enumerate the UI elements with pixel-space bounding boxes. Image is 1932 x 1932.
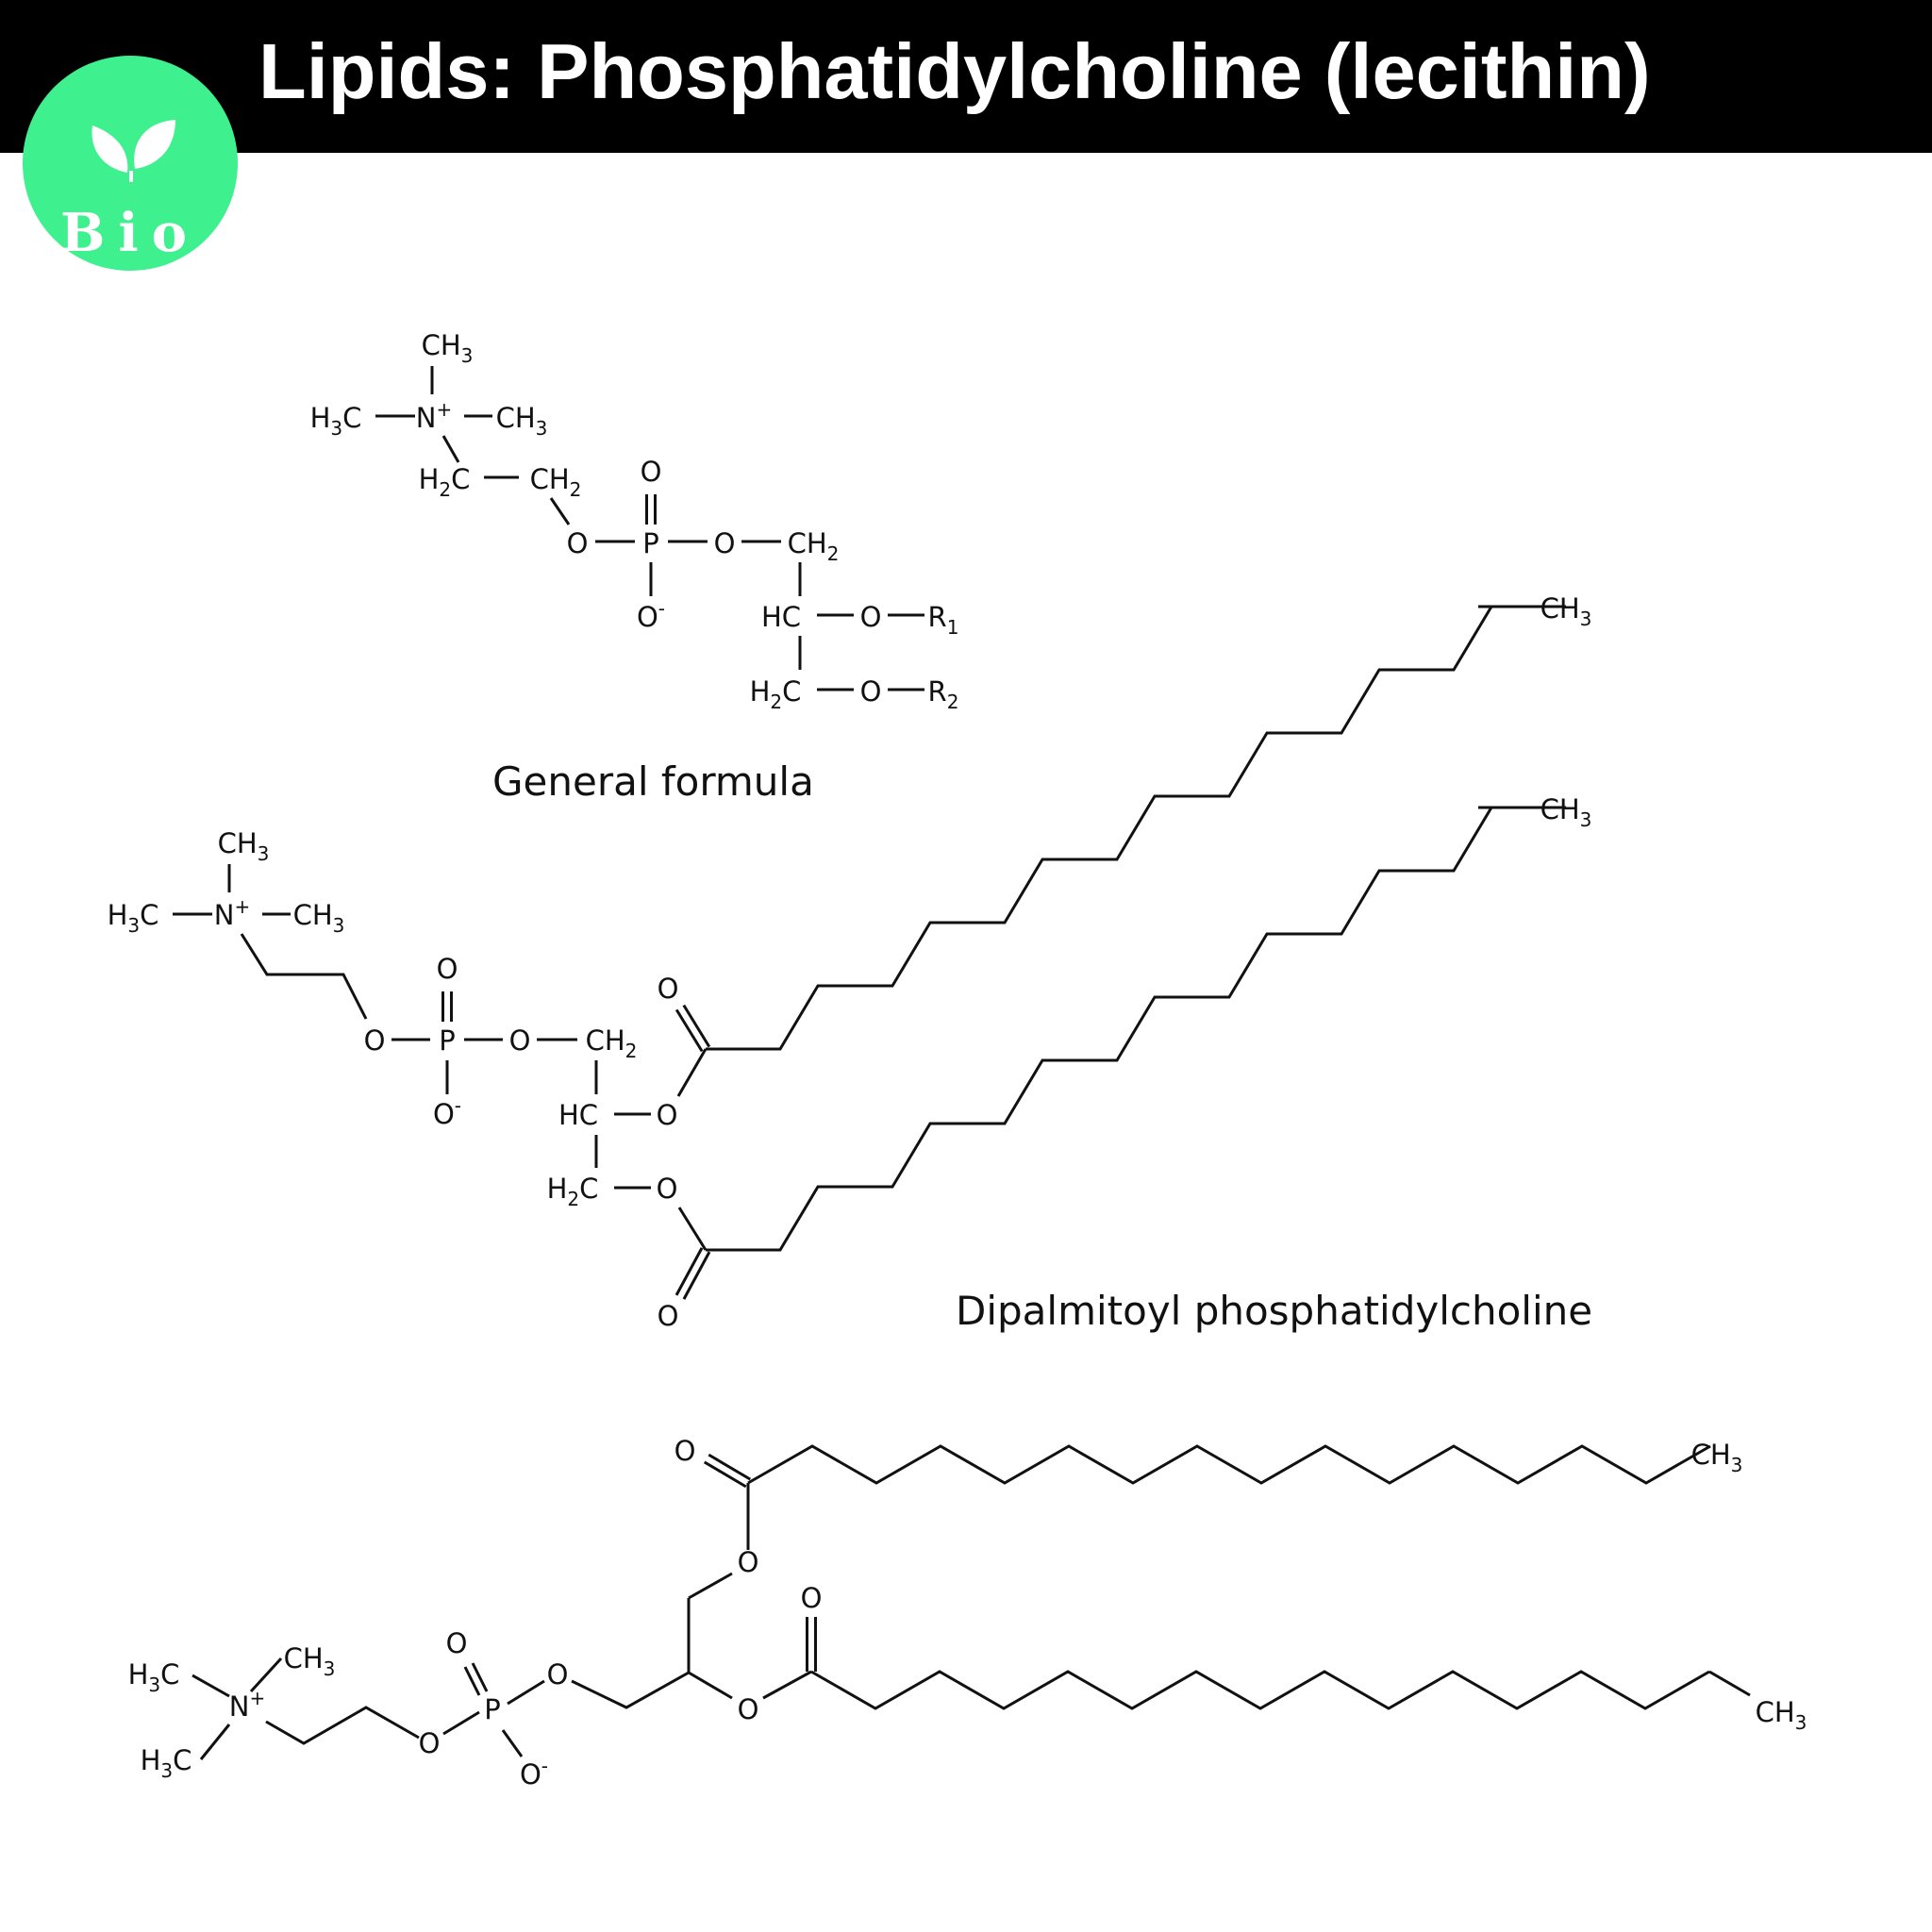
ch3-upper-label-3: CH3 (284, 1642, 336, 1680)
bond-n-ch2 (441, 435, 460, 463)
n-plus-label-3: N+ (229, 1687, 265, 1723)
bond-o-carbonyl-1 (676, 1048, 708, 1097)
bond-o-carbonyl-2 (677, 1207, 708, 1251)
palmitoyl-chain-upper-3 (747, 1444, 1711, 1485)
p-label-2: P (439, 1024, 456, 1057)
o-r2-label: O (860, 675, 882, 708)
ch3-end-2-label: CH3 (1541, 793, 1592, 831)
bond-ch2-o-3 (688, 1572, 733, 1600)
h3c-lower-label-3: H3C (141, 1744, 192, 1782)
header-bar: Lipids: Phosphatidylcholine (lecithin) (0, 0, 1932, 153)
o-carbonyl-1-label: O (658, 973, 679, 1005)
bond-glycerol-o-3 (688, 1671, 733, 1700)
o-ester-label-2: O (364, 1024, 386, 1057)
o-link-label-2: O (509, 1024, 531, 1057)
logo-text: Bio (60, 202, 200, 264)
o-minus-label-2: O- (433, 1094, 461, 1130)
bond-chain-lower-end-3 (1708, 1670, 1751, 1697)
o-acyl-upper-label-3: O (738, 1546, 759, 1578)
bond-o-p-3 (442, 1710, 480, 1736)
o-minus-label-3: O- (520, 1755, 548, 1790)
o-ester-label-3: O (419, 1727, 441, 1759)
o-carbonyl-upper-label-3: O (675, 1435, 696, 1467)
bond-carbonyl-2 (682, 1251, 711, 1300)
o-acyl1-label-2: O (657, 1099, 678, 1131)
bond-carbonyl-upper-3 (708, 1453, 752, 1481)
ch3-end-1-label: CH3 (1541, 592, 1592, 630)
r1-label: R1 (928, 601, 959, 639)
h3c-upper-label-3: H3C (128, 1658, 180, 1696)
ch3-end-upper-label-3: CH3 (1691, 1439, 1743, 1476)
o-double-label-3: O (446, 1627, 468, 1659)
palmitoyl-chain-1 (706, 605, 1566, 1051)
bond-ch2-o (549, 497, 571, 525)
bond-p-o-double-3 (463, 1666, 481, 1696)
ch3-right-label: CH3 (496, 402, 548, 440)
h3c-left-label: H3C (310, 402, 362, 440)
ch3-top-label-2: CH3 (218, 827, 270, 865)
bond-h3c-n-lower-3 (199, 1724, 231, 1760)
bond-carbonyl-2 (675, 1247, 704, 1296)
o-double-label: O (641, 456, 662, 488)
bond-p-o-minus-3 (501, 1729, 524, 1757)
header-background (0, 0, 1932, 153)
p-label: P (642, 527, 659, 559)
leaf-icon (92, 120, 175, 182)
palmitoyl-chain-lower-3 (810, 1670, 1710, 1710)
bond-carbonyl-1 (675, 1008, 704, 1053)
palmitoyl-chain-2 (706, 806, 1566, 1252)
o-link-label: O (714, 527, 736, 559)
h2c-bottom-label-2: H2C (547, 1173, 599, 1210)
bond-layer (173, 366, 1751, 1760)
o-minus-label: O- (637, 597, 665, 633)
n-plus-label: N+ (416, 398, 452, 434)
choline-chain-2 (240, 933, 368, 1020)
caption-dipalmitoyl: Dipalmitoyl phosphatidylcholine (956, 1288, 1592, 1334)
bond-carbonyl-1 (682, 1004, 711, 1048)
o-r1-label: O (860, 601, 882, 633)
bond-h3c-n-upper-3 (192, 1674, 230, 1698)
bio-logo: Bio (23, 56, 238, 271)
ch3-top-label: CH3 (422, 329, 474, 367)
ch2-label: CH2 (530, 463, 582, 501)
ch3-end-lower-label-3: CH3 (1756, 1696, 1807, 1734)
ch2-glycerol-label-2: CH2 (586, 1024, 638, 1062)
bond-carbonyl-upper-3 (703, 1460, 747, 1489)
glycerol-backbone-3 (571, 1671, 690, 1709)
o-carbonyl-2-label: O (658, 1300, 679, 1332)
o-ester-label: O (567, 527, 589, 559)
p-label-3: P (484, 1693, 501, 1725)
o-carbonyl-lower-label-3: O (801, 1582, 823, 1614)
o-double-label-2: O (437, 953, 458, 985)
o-acyl-lower-label-3: O (738, 1693, 759, 1725)
hc-label-2: HC (558, 1099, 598, 1131)
hc-label: HC (761, 601, 801, 633)
ch2-glycerol-label: CH2 (788, 527, 840, 565)
bond-p-o-3 (507, 1679, 545, 1706)
h3c-left-label-2: H3C (108, 899, 159, 937)
o-acyl2-label-2: O (657, 1173, 678, 1205)
h2c-label: H2C (419, 463, 471, 501)
caption-general-formula: General formula (492, 758, 814, 805)
r2-label: R2 (928, 675, 959, 713)
bond-p-o-double-3 (471, 1662, 489, 1692)
page-title: Lipids: Phosphatidylcholine (lecithin) (258, 27, 1651, 115)
choline-chain-3 (265, 1706, 420, 1745)
logo-circle (23, 56, 238, 271)
bond-o-carbonyl-lower-3 (762, 1670, 812, 1700)
n-plus-label-2: N+ (214, 895, 250, 931)
ch3-right-label-2: CH3 (293, 899, 345, 937)
bond-ch3-n-3 (249, 1657, 283, 1693)
h2c-bottom-label: H2C (750, 675, 802, 713)
o-link-label-3: O (547, 1658, 569, 1690)
